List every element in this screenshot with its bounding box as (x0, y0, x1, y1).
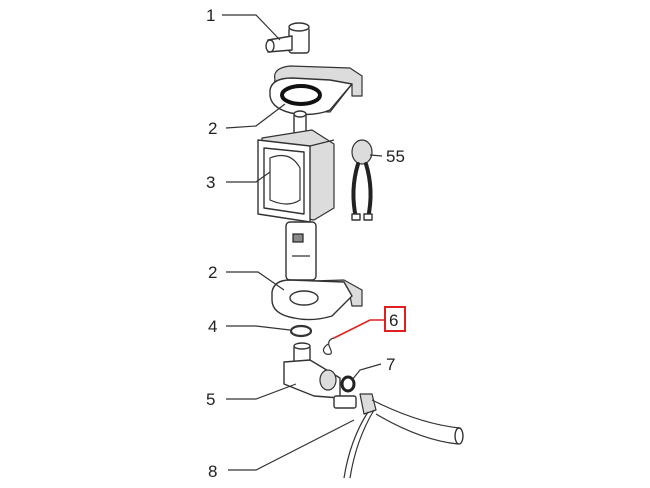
leader-lines (222, 14, 386, 471)
callout-8: 8 (208, 462, 217, 481)
hose-assembly (343, 393, 464, 479)
callout-5: 5 (206, 390, 215, 409)
callout-1: 1 (206, 6, 215, 25)
part-1-elbow-fitting (265, 22, 310, 54)
part-3-solenoid-coil (257, 110, 335, 223)
callout-3: 3 (206, 173, 215, 192)
part-4-o-ring (289, 324, 313, 338)
part-55-connector (351, 139, 373, 221)
callout-2-bottom: 2 (208, 263, 217, 282)
callout-6: 6 (389, 311, 398, 330)
valve-tube (285, 221, 317, 281)
callout-7: 7 (386, 355, 395, 374)
callout-55: 55 (386, 147, 405, 166)
part-7-small-o-ring (340, 375, 356, 393)
part-2-top-bracket (269, 65, 363, 116)
callout-labels: 1 2 3 55 2 4 6 5 7 8 (206, 6, 406, 481)
callout-2-top: 2 (208, 119, 217, 138)
callout-4: 4 (208, 317, 217, 336)
part-6-clip (322, 337, 335, 355)
part-5-body-fitting (283, 342, 357, 409)
part-2-bottom-bracket (271, 279, 363, 321)
callout-6-highlight-box (384, 306, 406, 332)
